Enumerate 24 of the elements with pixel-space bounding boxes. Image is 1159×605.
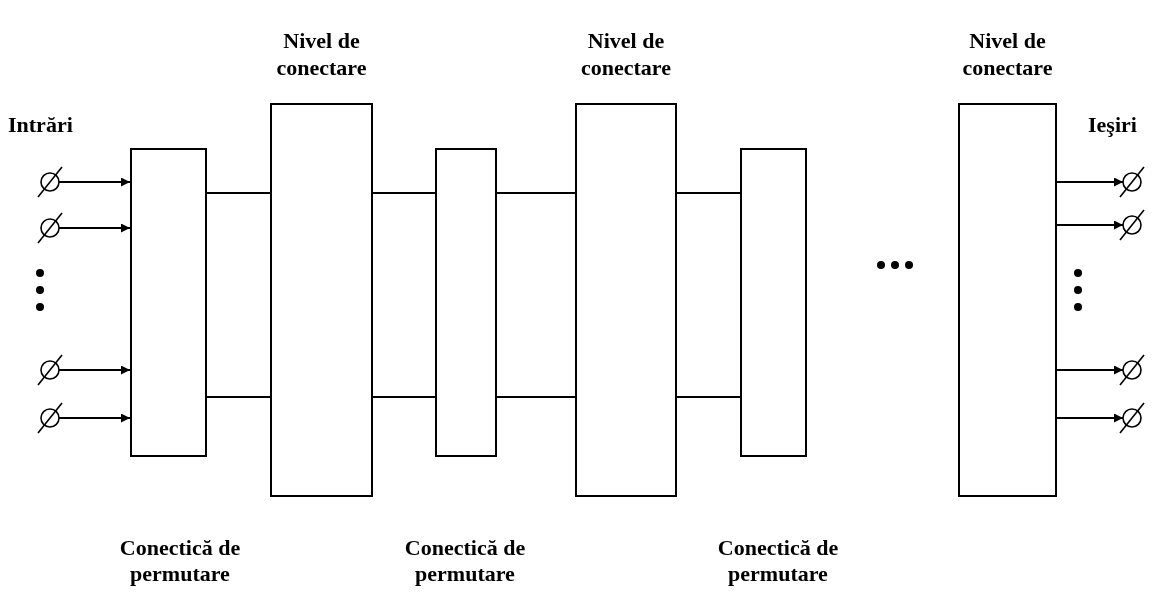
connector-line [676, 192, 741, 194]
arrow [58, 177, 131, 187]
arrow [58, 365, 131, 375]
arrow [1056, 413, 1124, 423]
io-label: Conectică de permutare [118, 535, 242, 588]
connector-line [676, 396, 741, 398]
block-label: Nivel de conectare [275, 28, 368, 81]
block-label: Nivel de conectare [580, 28, 672, 81]
block-label: Nivel de conectare [961, 28, 1054, 81]
arrow [1056, 365, 1124, 375]
connector-line [496, 192, 576, 194]
connector-line [496, 396, 576, 398]
io-label: Conectică de permutare [403, 535, 527, 588]
arrow [58, 413, 131, 423]
connector-line [206, 192, 271, 194]
io-label: Intrări [8, 112, 73, 139]
connector-line [206, 396, 271, 398]
arrow [1056, 220, 1124, 230]
io-label: Ieşiri [1088, 112, 1137, 139]
io-label: Conectică de permutare [716, 535, 840, 588]
arrow [58, 223, 131, 233]
arrow [1056, 177, 1124, 187]
connector-line [372, 192, 436, 194]
connector-line [372, 396, 436, 398]
